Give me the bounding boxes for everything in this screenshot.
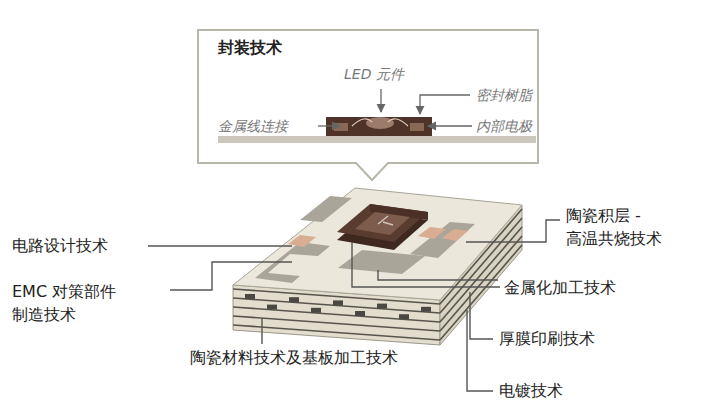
substrate-stack [233,188,522,345]
leader-line [318,125,340,126]
package-base [218,136,536,143]
callout-box [198,30,538,180]
leader-line [420,95,470,114]
part-label: 密封树脂 [476,85,532,105]
inner-electrode [410,123,424,131]
leader-line [380,89,381,112]
technology-label: 厚膜印刷技术 [499,327,595,350]
leader-line [428,125,472,126]
bond-wire [352,119,408,126]
part-label: 金属线连接 [218,116,288,136]
technology-label: 电路设计技术 [12,234,108,257]
inner-electrode [334,123,348,131]
technology-label: EMC 对策部件 制造技术 [12,280,172,326]
package-body [326,117,432,136]
technology-label: 电镀技术 [499,379,563,402]
technology-label: 金属化加工技术 [504,276,616,299]
box-heading: 封装技术 [218,38,518,59]
part-label: 内部电极 [476,116,532,136]
technology-label: 陶瓷积层 -高温共烧技术 [566,204,706,250]
part-label: LED 元件 [344,64,404,84]
technology-label: 陶瓷材料技术及基板加工技术 [190,346,398,369]
leader-lines [148,220,560,391]
led-chip [366,117,394,129]
